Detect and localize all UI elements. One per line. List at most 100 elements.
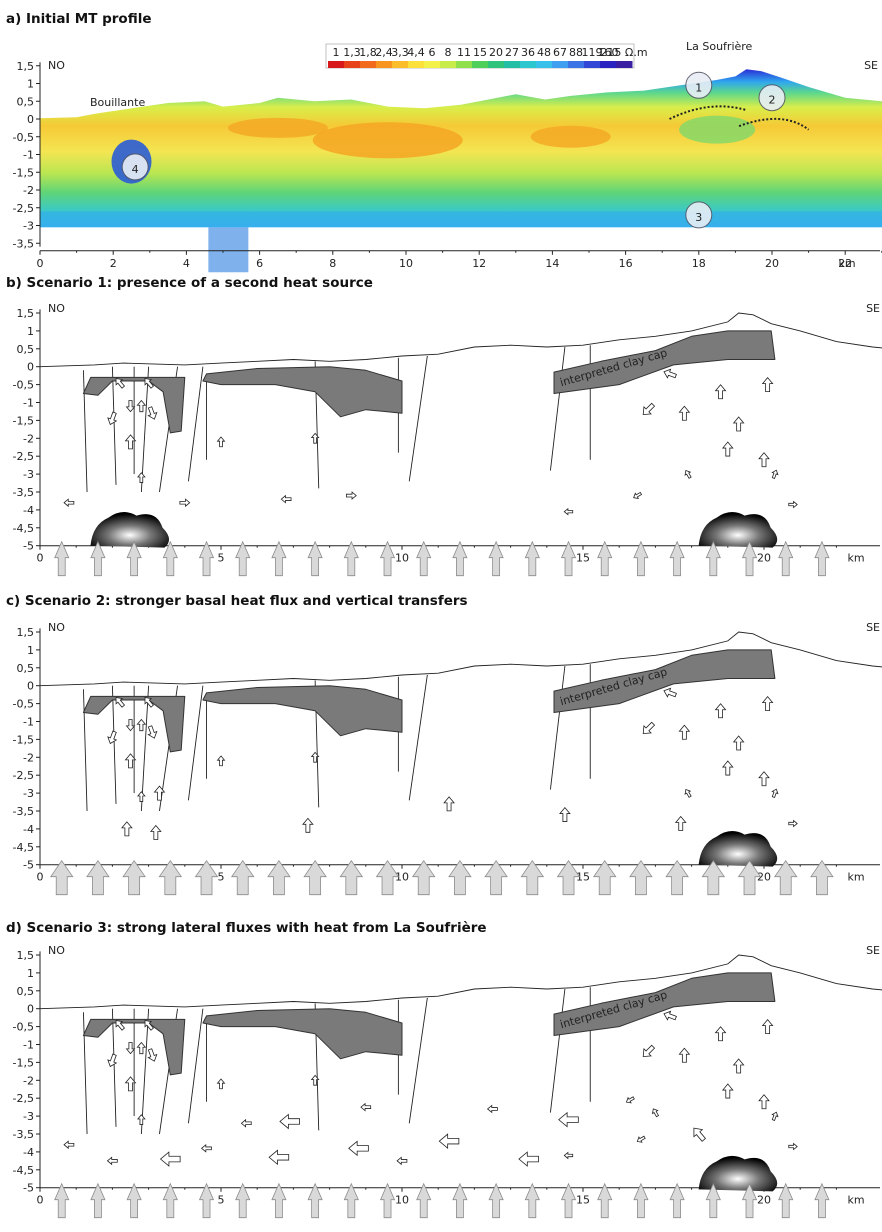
basal-heat-flux-arrow (488, 1182, 504, 1219)
y-tick-label: -1 (23, 397, 34, 410)
fault-line (187, 366, 204, 482)
basal-heat-flux-arrow (49, 859, 74, 896)
green-anomaly (679, 115, 756, 144)
y-tick-label: 0 (27, 1003, 34, 1016)
marker-label-3: 3 (695, 211, 702, 224)
x-tick-label: 0 (37, 257, 44, 270)
basal-heat-flux-arrow (737, 859, 762, 896)
basal-heat-flux-arrow (198, 540, 215, 577)
x-tick-label: 0 (37, 1194, 44, 1207)
basal-heat-flux-arrow (230, 859, 255, 896)
y-tick-label: 0,5 (17, 985, 35, 998)
y-tick-label: 1 (27, 644, 34, 657)
clay-cap-2 (202, 685, 403, 737)
y-tick-label: -0,5 (13, 1021, 34, 1034)
y-tick-label: -5 (23, 540, 34, 553)
colorbar-swatch (440, 61, 457, 68)
x-tick-label: 20 (757, 552, 771, 565)
basal-heat-flux-arrow (524, 540, 540, 577)
fluid-flow-arrow (153, 785, 166, 801)
fault-line (187, 1008, 204, 1124)
resistive-column (208, 227, 249, 273)
x-unit-label: km (847, 1194, 864, 1207)
y-tick-label: -3,5 (13, 1128, 34, 1141)
fluid-flow-arrow (758, 452, 770, 468)
fluid-flow-arrow (684, 788, 692, 798)
fluid-flow-arrow (360, 1102, 372, 1112)
y-tick-label: -3,5 (13, 237, 34, 250)
direction-label-se: SE (866, 302, 880, 315)
fault-line (111, 685, 117, 804)
y-tick-label: -2,5 (13, 202, 34, 215)
y-tick-label: -2 (23, 1074, 34, 1087)
basal-heat-flux-arrow (814, 1182, 830, 1219)
conductive-anomaly (530, 125, 611, 148)
basal-heat-flux-arrow (343, 540, 359, 577)
basal-heat-flux-arrow (452, 540, 468, 577)
y-tick-label: -4 (23, 823, 34, 836)
colorbar-swatch (408, 61, 425, 68)
marker-label-4: 4 (132, 163, 139, 176)
x-tick-label: 16 (619, 257, 633, 270)
fluid-flow-arrow (200, 1143, 212, 1153)
x-tick-label: 4 (183, 257, 190, 270)
basal-heat-flux-arrow (741, 540, 758, 577)
y-tick-label: -1,5 (13, 414, 34, 427)
marker-circle-4 (121, 153, 149, 181)
y-tick-label: 1 (27, 78, 34, 91)
colorbar-swatch (504, 61, 521, 68)
colorbar-swatch (520, 61, 537, 68)
colorbar-tick-label: 11 (457, 46, 471, 59)
y-tick-label: 1,5 (17, 60, 35, 73)
basal-heat-flux-arrow (665, 859, 689, 896)
fluid-flow-arrow (761, 376, 774, 392)
x-tick-label: 22 (838, 257, 852, 270)
basal-heat-flux-arrow (379, 540, 396, 577)
colorbar-tick-label: 3,3 (391, 46, 409, 59)
x-unit-label: km (838, 257, 855, 270)
fault-line (111, 1008, 117, 1127)
x-tick-label: 14 (545, 257, 559, 270)
basal-heat-flux-arrow (669, 1182, 685, 1219)
colorbar-swatch (488, 61, 505, 68)
topography-line (39, 954, 882, 1010)
fluid-flow-arrow (63, 1140, 75, 1150)
fluid-flow-arrow (625, 1096, 635, 1104)
fluid-flow-arrow (149, 824, 162, 840)
fluid-flow-arrow (714, 384, 727, 400)
basal-heat-flux-arrow (235, 1182, 251, 1219)
fluid-flow-arrow (147, 1048, 158, 1062)
basal-heat-flux-arrow (194, 859, 219, 896)
panel-d-title: d) Scenario 3: strong lateral fluxes wit… (6, 920, 487, 936)
colorbar-tick-label: 1,3 (343, 46, 361, 59)
colorbar-swatch (360, 61, 377, 68)
fluid-flow-arrow (684, 469, 692, 479)
fluid-flow-arrow (563, 507, 574, 516)
fluid-flow-arrow (518, 1151, 539, 1167)
colorbar-swatch (584, 61, 601, 68)
y-tick-label: -3 (23, 220, 34, 233)
clay-cap-3 (553, 972, 776, 1036)
fluid-flow-arrow (758, 1094, 770, 1110)
basal-heat-flux-arrow (778, 1182, 794, 1219)
fluid-flow-arrow (678, 405, 691, 421)
basal-heat-flux-arrow (448, 859, 472, 896)
fluid-flow-arrow (563, 1151, 574, 1160)
fluid-flow-arrow (63, 498, 75, 508)
x-unit-label: km (847, 552, 864, 565)
y-tick-label: -3 (23, 1110, 34, 1123)
colorbar-tick-label: 4,4 (407, 46, 425, 59)
fluid-flow-arrow (115, 1020, 126, 1031)
fluid-flow-arrow (280, 494, 292, 504)
y-tick-label: 1 (27, 325, 34, 338)
x-tick-label: 12 (472, 257, 486, 270)
y-tick-label: 0 (27, 680, 34, 693)
fluid-flow-arrow (147, 406, 158, 420)
x-tick-label: 0 (37, 552, 44, 565)
basal-heat-flux-arrow (271, 540, 287, 577)
direction-label-no: NO (48, 621, 65, 634)
conductive-anomaly (227, 117, 328, 138)
conductive-anomaly (312, 122, 463, 159)
